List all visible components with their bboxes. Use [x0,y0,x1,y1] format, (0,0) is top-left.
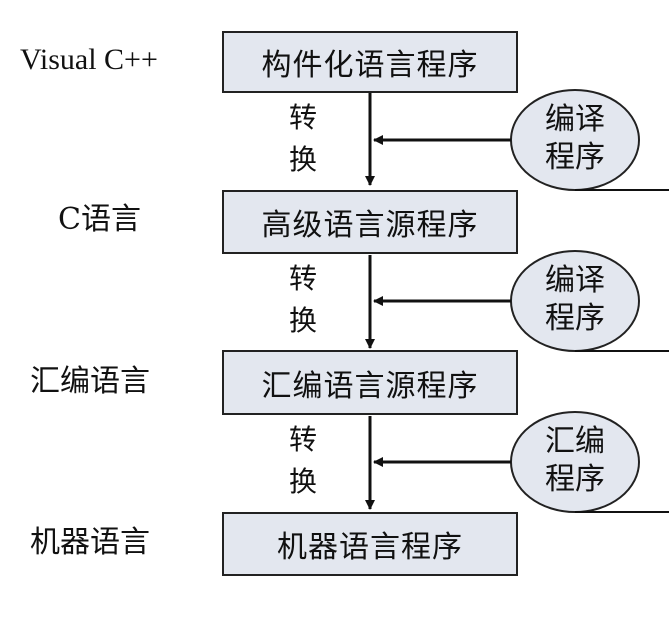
convert-char-3b: 换 [288,465,317,498]
box-high-level-source: 高级语言源程序 [222,190,518,254]
translator-label-3: 汇编 程序 [525,423,625,500]
convert-char-3a: 转 [288,423,317,456]
row-label-machine: 机器语言 [30,525,150,560]
translator-label-2-line1: 编译 [545,263,605,298]
translator-label-1-line2: 程序 [545,140,605,176]
translator-label-2: 编译 程序 [525,262,625,339]
convert-char-2a: 转 [288,262,317,295]
convert-char-2b: 换 [288,304,317,337]
box-assembly-source: 汇编语言源程序 [222,350,518,415]
row-label-assembly: 汇编语言 [30,364,150,399]
convert-char-1a: 转 [288,101,317,134]
translator-label-3-line2: 程序 [545,462,605,498]
box-machine-program: 机器语言程序 [222,512,518,576]
translator-label-3-line1: 汇编 [545,424,605,459]
convert-char-1b: 换 [288,143,317,176]
box-component-program: 构件化语言程序 [222,31,518,93]
translator-label-1: 编译 程序 [525,101,625,178]
row-label-c: C语言 [58,202,141,237]
row-label-visual-cpp: Visual C++ [20,43,158,76]
translator-label-1-line1: 编译 [545,102,605,137]
translator-label-2-line2: 程序 [545,301,605,337]
